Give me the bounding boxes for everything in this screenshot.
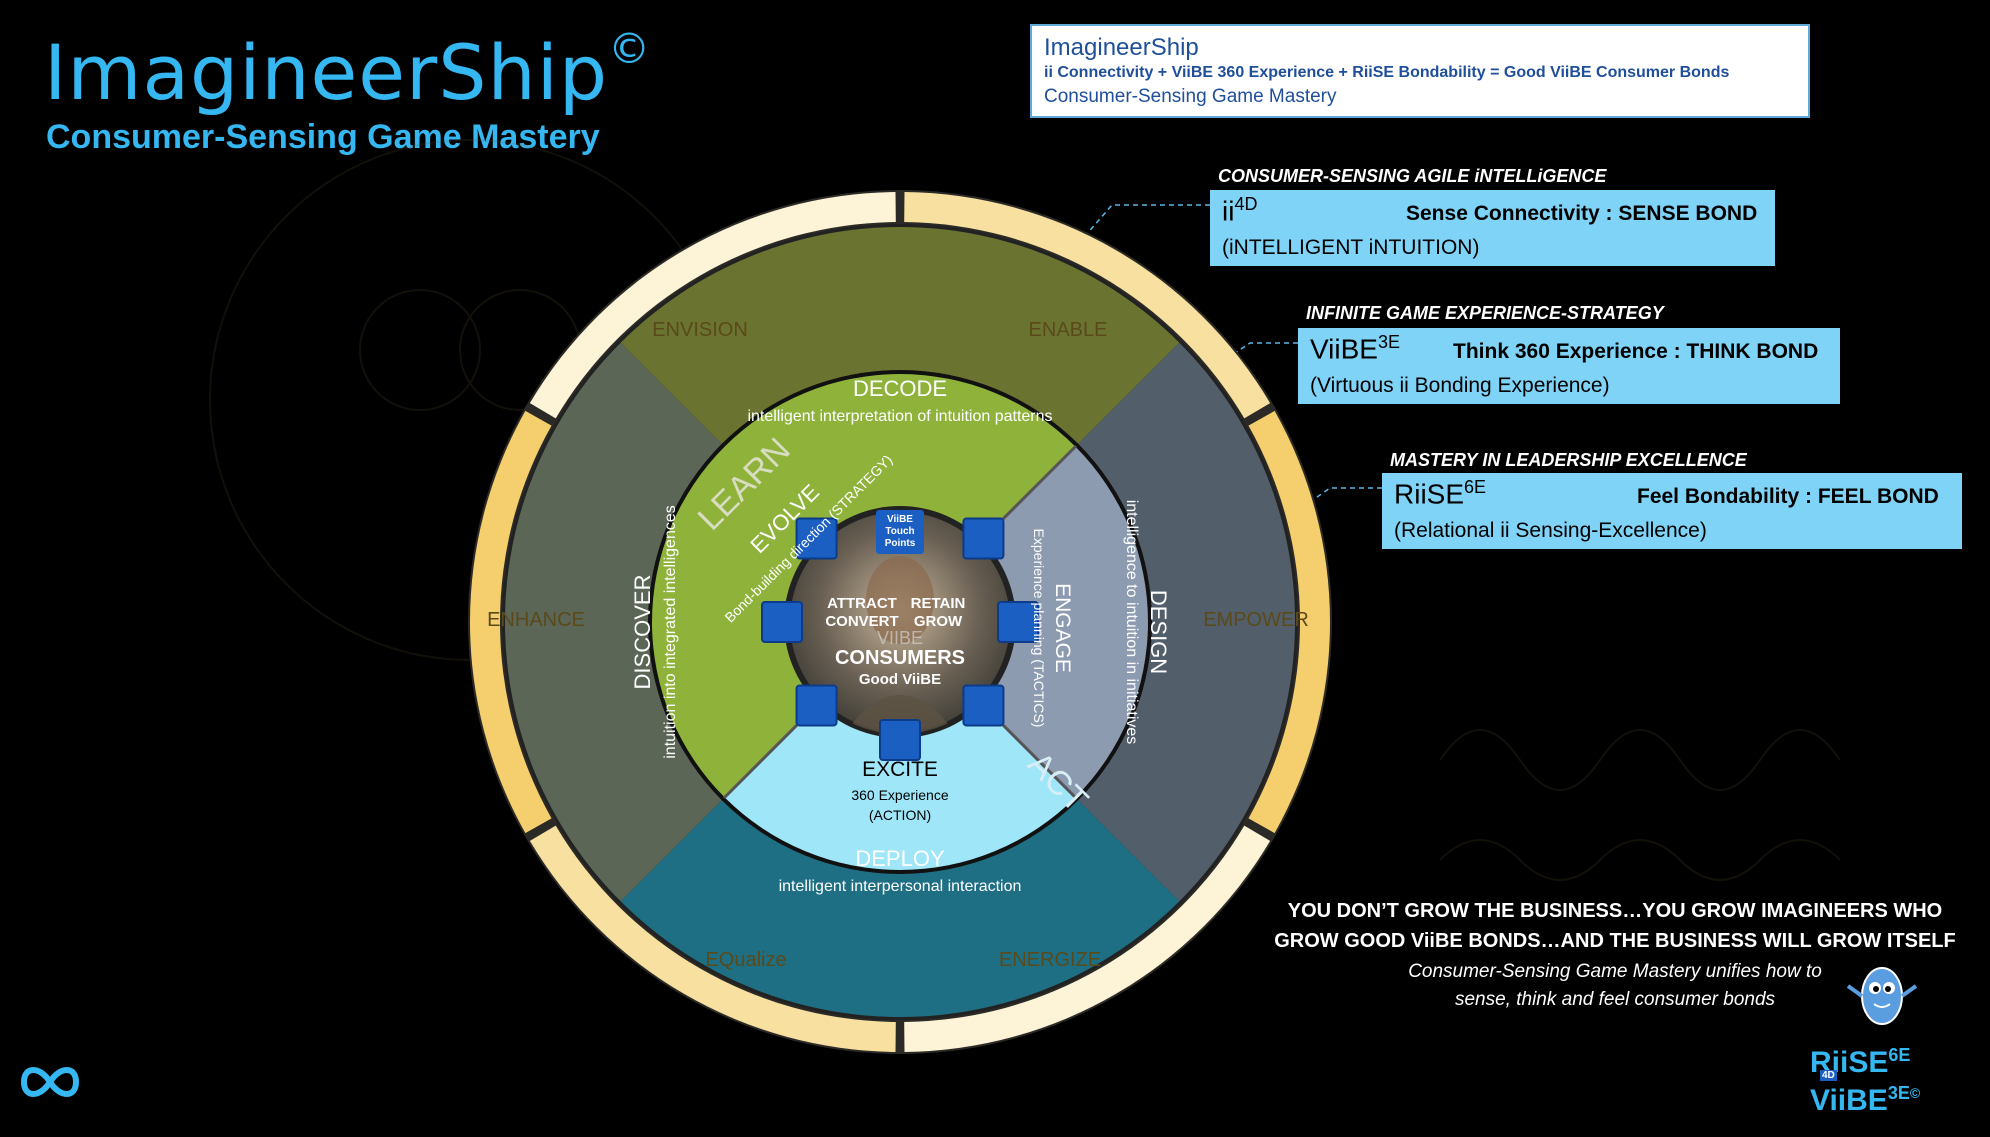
title-text: ImagineerShip: [44, 28, 609, 117]
outer-segment-enable: [904, 192, 1271, 419]
outer-segment-energize: [904, 825, 1271, 1052]
mascot-icon: [1846, 967, 1918, 1025]
brand-bottom: ViiBE3E©: [1810, 1083, 1921, 1117]
equation-subtitle: Consumer-Sensing Game Mastery: [1044, 86, 1337, 107]
touch-points: [761, 517, 1039, 761]
excite-label: EXCITE: [862, 758, 938, 781]
excite-sub: (ACTION): [869, 807, 931, 823]
grow-label: GROW: [914, 613, 963, 630]
brand-badge: 4D: [1820, 1070, 1837, 1081]
touch-point-5: [795, 684, 838, 727]
touch-point-6: [761, 601, 803, 643]
title-copyright: ©: [608, 24, 652, 73]
outer-label-equalize: EQualize: [705, 949, 786, 971]
design-label: DESIGN: [1146, 590, 1171, 674]
touch-point-4: [879, 719, 921, 761]
deploy-desc: intelligent interpersonal interaction: [779, 878, 1022, 895]
engage-label: ENGAGE: [1051, 583, 1074, 673]
touch-points-label-box: [876, 510, 924, 554]
retain-label: RETAIN: [911, 595, 966, 612]
pillar-tag-viibe: Think 360 Experience : THINK BOND: [1453, 340, 1819, 363]
pillar-heading-riise: MASTERY IN LEADERSHIP EXCELLENCE: [1390, 450, 1747, 470]
quote-line-1: YOU DON’T GROW THE BUSINESS…YOU GROW IMA…: [1287, 900, 1943, 922]
pillar-box-viibe: ViiBE3E Think 360 Experience : THINK BON…: [1298, 328, 1840, 404]
quote-line-4: sense, think and feel consumer bonds: [1454, 989, 1776, 1010]
pillar-heading-viibe: INFINITE GAME EXPERIENCE-STRATEGY: [1306, 303, 1664, 323]
outer-label-enhance: ENHANCE: [487, 609, 585, 631]
outer-segment-enhance: [470, 410, 552, 834]
pillar-tag-riise: Feel Bondability : FEEL BOND: [1637, 485, 1939, 508]
engage-desc: Experience planning (TACTICS): [1031, 529, 1047, 728]
page-subtitle: Consumer-Sensing Game Mastery: [46, 118, 600, 156]
brand-logo: RiiSE6E ViiBE3E© 4D: [1810, 1040, 1920, 1116]
closing-quote: YOU DON’T GROW THE BUSINESS…YOU GROW IMA…: [1250, 896, 1980, 1014]
equation-title: ImagineerShip: [1044, 34, 1199, 61]
convert-label: CONVERT: [825, 613, 898, 630]
outer-labels: ENVISION ENABLE EMPOWER ENERGIZE EQualize ENH…: [487, 319, 1309, 971]
pillar-full-viibe: (Virtuous ii Bonding Experience): [1310, 374, 1610, 397]
quote-line-3: Consumer-Sensing Game Mastery unifies ho…: [1408, 961, 1822, 982]
pillar-box-riise: RiiSE6E Feel Bondability : FEEL BOND (Re…: [1382, 473, 1962, 549]
equation-formula: ii Connectivity + ViiBE 360 Experience +…: [1044, 64, 1730, 81]
outer-ring: [470, 192, 1330, 1052]
core-figure: [840, 556, 960, 734]
pillar-full-ii: (iNTELLIGENT iNTUITION): [1222, 236, 1480, 259]
decode-desc: intelligent interpretation of intuition …: [747, 408, 1052, 425]
outer-segment-equalize: [529, 825, 896, 1052]
deploy-label: DEPLOY: [855, 846, 945, 871]
pillar-box-ii: ii4D Sense Connectivity : SENSE BOND (iN…: [1210, 190, 1775, 266]
discover-label: DISCOVER: [630, 575, 655, 690]
good-viibe-label: Good ViiBE: [859, 671, 941, 688]
outer-segment-empower: [1248, 410, 1330, 834]
outer-label-empower: EMPOWER: [1203, 609, 1309, 631]
pillar-name-viibe: ViiBE3E: [1310, 332, 1400, 365]
equation-box: ImagineerShip ii Connectivity + ViiBE 36…: [1030, 24, 1810, 118]
outer-segment-envision: [529, 192, 896, 419]
touch-point-2: [997, 601, 1039, 643]
infinity-icon: [20, 1067, 80, 1097]
design-desc: intelligence to intuition in initiatives: [1123, 500, 1140, 745]
pillar-full-riise: (Relational ii Sensing-Excellence): [1394, 519, 1707, 542]
touch-point-1: [962, 517, 1005, 560]
discover-desc: intuition into integrated intelligences: [662, 505, 679, 759]
attract-label: ATTRACT: [827, 595, 897, 612]
viibe-watermark: VIIBE: [877, 628, 923, 648]
pillar-tag-ii: Sense Connectivity : SENSE BOND: [1406, 202, 1758, 225]
quote-line-2: GROW GOOD ViiBE BONDS…AND THE BUSINESS W…: [1274, 930, 1956, 952]
outer-label-energize: ENERGIZE: [999, 949, 1101, 971]
touch-label-1: ViiBE: [887, 514, 913, 525]
page-title: ImagineerShip©: [44, 24, 651, 117]
pillar-name-riise: RiiSE6E: [1394, 477, 1487, 510]
consumers-label: CONSUMERS: [835, 647, 965, 669]
touch-point-7: [795, 517, 838, 560]
touch-label-3: Points: [885, 538, 916, 549]
touch-point-3: [962, 684, 1005, 727]
excite-desc: 360 Experience: [851, 787, 949, 803]
touch-label-2: Touch: [885, 526, 914, 537]
pillar-name-ii: ii4D: [1222, 194, 1258, 227]
outer-label-enable: ENABLE: [1029, 319, 1108, 341]
pillar-heading-ii: CONSUMER-SENSING AGILE iNTELLiGENCE: [1218, 166, 1607, 186]
decode-label: DECODE: [853, 376, 947, 401]
outer-label-envision: ENVISION: [652, 319, 748, 341]
